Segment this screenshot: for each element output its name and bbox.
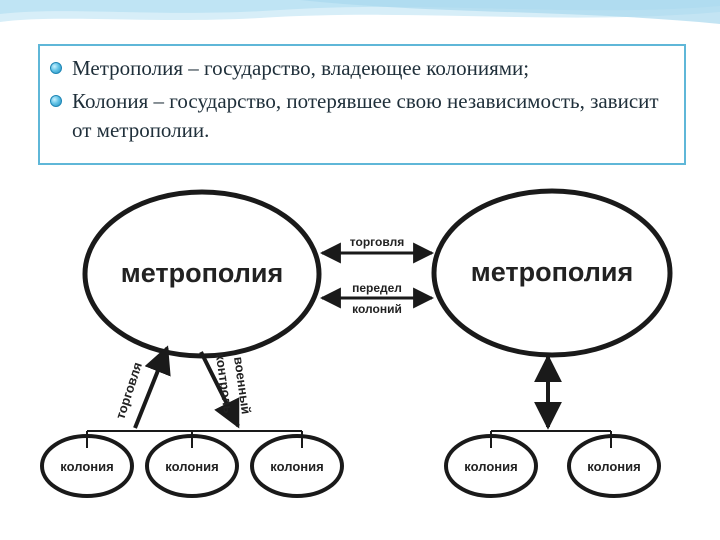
right-colonies-bracket	[490, 430, 612, 448]
colony-right-1-label: колония	[464, 459, 517, 474]
trade-link-label: торговля	[350, 235, 404, 249]
colony-right-1-circle	[444, 434, 538, 498]
trade-arrow-up	[133, 345, 171, 429]
header-decoration	[0, 0, 720, 24]
metropolis-left-label: метрополия	[121, 258, 283, 288]
definition-metropolis: Метрополия – государство, владеющее коло…	[50, 54, 672, 83]
bullet-icon	[50, 95, 62, 107]
colony-left-1-label: колония	[60, 459, 113, 474]
colony-right-2-label: колония	[587, 459, 640, 474]
definition-colony-text: Колония – государство, потерявшее свою н…	[72, 89, 659, 142]
definition-colony: Колония – государство, потерявшее свою н…	[50, 87, 672, 145]
colony-left-3-label: колония	[270, 459, 323, 474]
military-control-arrow-down	[199, 351, 240, 429]
bullet-icon	[50, 62, 62, 74]
colony-left-2-label: колония	[165, 459, 218, 474]
definition-metropolis-text: Метрополия – государство, владеющее коло…	[72, 56, 530, 80]
colony-left-3-circle	[250, 434, 344, 498]
colony-left-2-circle	[145, 434, 239, 498]
colony-left-1-circle	[40, 434, 134, 498]
colony-right-2-circle	[567, 434, 661, 498]
redivision-link-label-2: колоний	[352, 302, 402, 316]
left-colonies-bracket	[86, 430, 303, 448]
redivision-link-label-1: передел	[352, 281, 402, 295]
metropolis-right-label: метрополия	[471, 257, 633, 287]
definitions-box: Метрополия – государство, владеющее коло…	[38, 44, 686, 165]
